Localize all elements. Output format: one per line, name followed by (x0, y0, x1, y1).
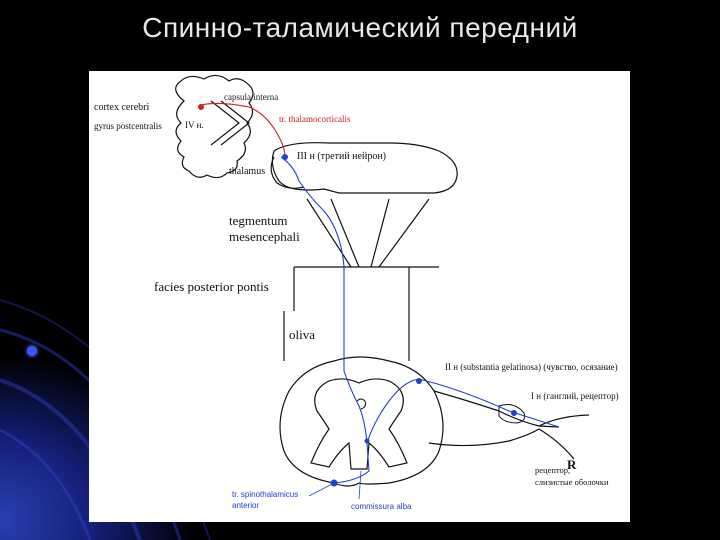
neuron-iii-dot (282, 154, 288, 160)
leader-tract (308, 482, 335, 497)
leader-commissura (358, 470, 362, 500)
tegmentum-line-3 (370, 198, 390, 268)
neuron-iv-dot (198, 104, 204, 110)
label-receptor-desc-2: слизистые оболочки (535, 477, 609, 487)
blue-pathway-tract (333, 442, 370, 484)
label-oliva: oliva (289, 327, 315, 342)
spinal-ganglion (498, 404, 526, 424)
label-mesencephali: mesencephali (229, 229, 300, 244)
tegmentum-line-1 (306, 198, 352, 268)
central-canal (356, 398, 366, 410)
spinal-cord-outline (279, 356, 444, 487)
label-neuron-iv: IV н. (185, 120, 204, 130)
neuron-ii-dot (416, 378, 422, 384)
label-receptor-marker: R (567, 457, 577, 472)
nerve-branch-lower (538, 428, 575, 460)
label-gyrus-postcentralis: gyrus postcentralis (94, 121, 162, 131)
label-tegmentum: tegmentum (229, 213, 288, 228)
label-facies-posterior-pontis: facies posterior pontis (154, 279, 269, 294)
bullet-icon (27, 346, 37, 356)
grey-matter-outline (310, 378, 408, 470)
thalamus-cup (270, 156, 305, 189)
label-capsula-interna: capsula interna (224, 92, 278, 102)
label-thalamus: thalamus (229, 166, 265, 177)
blue-pathway-ascending (280, 156, 368, 444)
label-neuron-ii: II н (substantia gelatinosa) (чувство, о… (445, 362, 618, 372)
diagram-panel: capsula interna cortex cerebri gyrus pos… (89, 71, 630, 522)
tegmentum-line-4 (378, 198, 430, 268)
ventral-root (428, 428, 540, 447)
label-receptor-desc-1: рецептор, (535, 465, 570, 475)
red-pathway-cortical (200, 102, 286, 158)
thalamus-outline (271, 142, 458, 194)
label-tr-thalamocorticalis: tr. thalamocorticalis (279, 114, 351, 124)
cortex-outline (175, 74, 254, 179)
neuron-i-dot (511, 410, 517, 416)
spinothalamic-diagram: capsula interna cortex cerebri gyrus pos… (94, 74, 619, 511)
label-cortex-cerebri: cortex cerebri (94, 102, 149, 113)
commissure-dot (364, 438, 370, 444)
label-neuron-iii: III н (третий нейрон) (297, 151, 386, 162)
label-neuron-i: I н (ганглий, рецептор) (531, 391, 619, 401)
slide-title: Спинно-таламический передний (142, 12, 578, 43)
label-commissura: commissura alba (351, 502, 412, 511)
label-tract-name-2: anterior (232, 501, 259, 510)
blue-pathway-root (366, 378, 560, 444)
capsula-interna-chevron (210, 100, 250, 146)
label-tract-name-1: tr. spinothalamicus (232, 490, 298, 499)
tegmentum-line-2 (330, 198, 360, 268)
nerve-branch-upper (538, 414, 590, 427)
